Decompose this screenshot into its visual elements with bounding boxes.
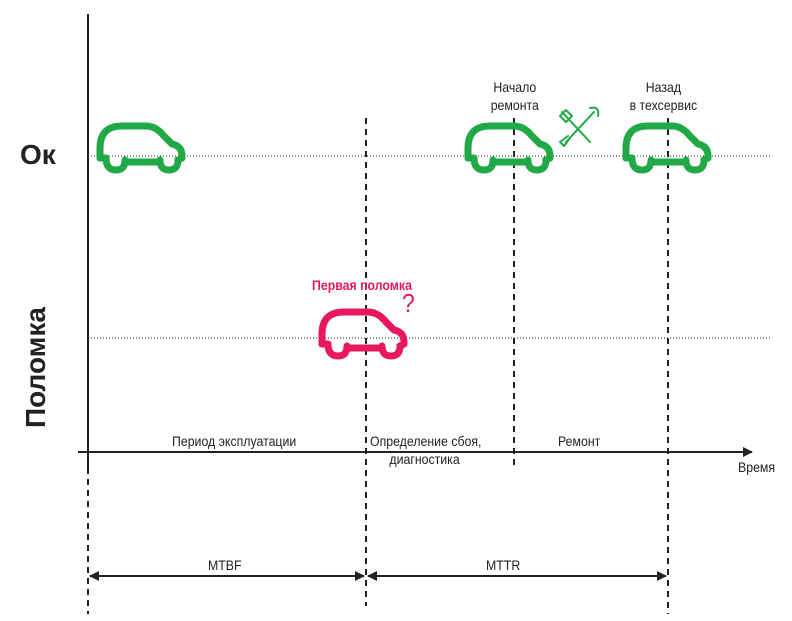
car-icon — [322, 312, 404, 356]
first-failure-label: Первая поломка — [312, 277, 412, 293]
back-to-service-line2: в техсервис — [629, 97, 698, 113]
repair-start-line1: Начало — [493, 79, 537, 95]
mtbf-label: MTBF — [208, 557, 242, 573]
diagnosis-phase-label: Определение сбоя, диагностика — [370, 432, 482, 468]
time-axis-label: Время — [738, 459, 776, 475]
ok-label: Ок — [20, 139, 56, 170]
repair-start-label: Начало ремонта — [484, 78, 546, 114]
back-to-service-label: Назад в техсервис — [622, 78, 705, 114]
car-icon — [468, 126, 550, 170]
tools-icon — [559, 106, 600, 147]
repair-start-line2: ремонта — [490, 97, 539, 113]
mttr-label: MTTR — [486, 557, 521, 573]
diagnosis-line2: диагностика — [389, 451, 460, 467]
car-icon — [100, 126, 182, 170]
question-mark: ? — [402, 288, 415, 318]
diagnosis-line1: Определение сбоя, — [370, 433, 482, 449]
failure-label: Поломка — [20, 307, 51, 428]
repair-phase-label: Ремонт — [558, 433, 601, 449]
back-to-service-line1: Назад — [645, 79, 682, 95]
operation-phase-label: Период эксплуатации — [172, 433, 297, 449]
